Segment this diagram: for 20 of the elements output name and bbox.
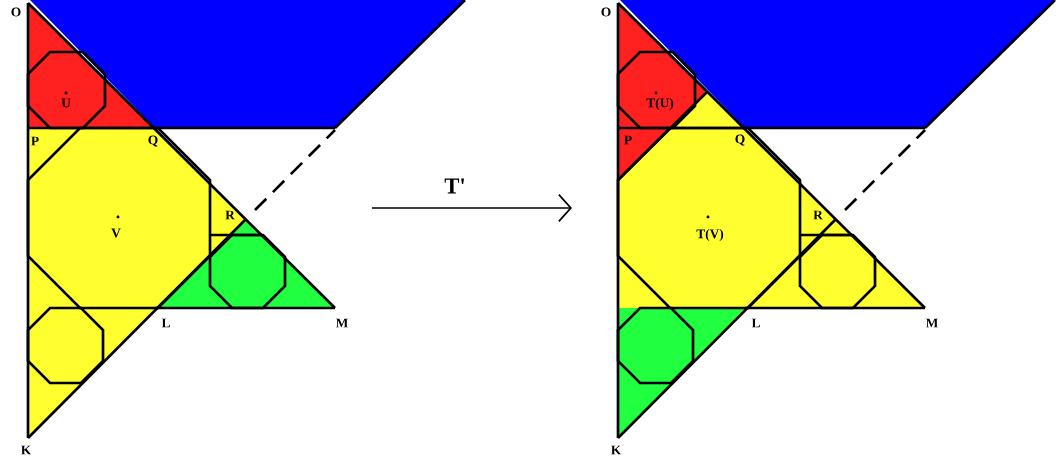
point-label: K	[21, 445, 32, 455]
point-label: P	[31, 136, 39, 146]
point-label: Q	[735, 134, 745, 146]
edge-label: T'	[444, 178, 464, 194]
point-label: R	[225, 210, 235, 220]
point-label: T(U)	[646, 97, 674, 111]
point-label: M	[335, 318, 348, 328]
point-label: U	[61, 98, 71, 108]
point-label: M	[925, 318, 938, 328]
point-label: V	[111, 228, 121, 238]
point-label: Q	[148, 135, 158, 147]
point-label: L	[751, 318, 760, 328]
tiling-drawing	[26, 0, 466, 439]
arrow	[371, 193, 572, 223]
point-label: R	[813, 210, 823, 220]
point-label: P	[624, 135, 632, 145]
point-label: T(V)	[696, 228, 724, 242]
point-label: K	[611, 445, 622, 455]
point-label: L	[161, 318, 170, 328]
tiling-drawing	[616, 0, 1056, 439]
